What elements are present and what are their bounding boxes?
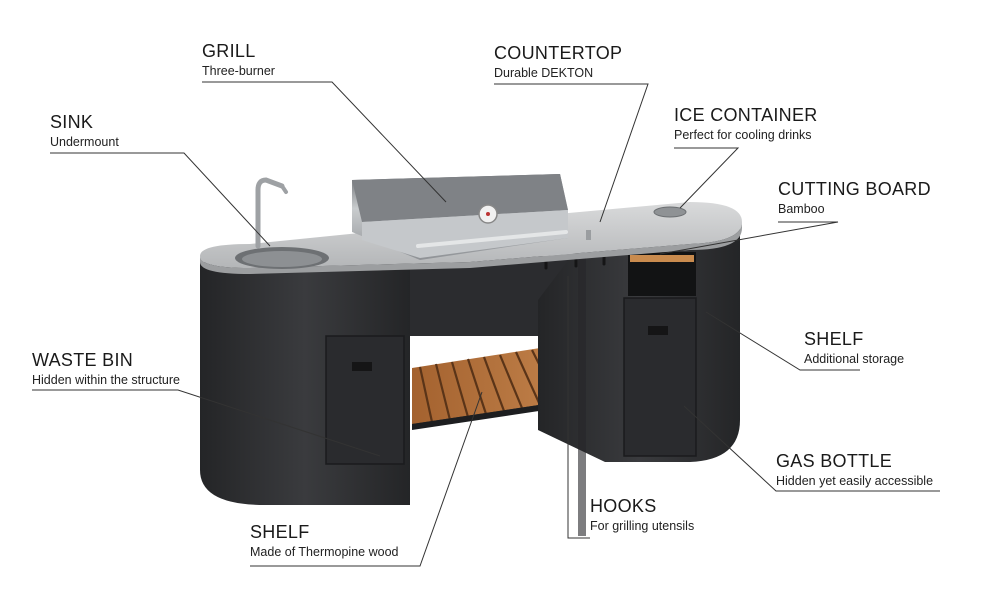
left-cabinet — [200, 262, 410, 505]
callout-ice-container-title: ICE CONTAINER — [674, 105, 818, 125]
gas-bottle-handle — [648, 326, 668, 335]
callout-shelf-wood: SHELF Made of Thermopine wood — [250, 522, 398, 560]
leader-ice-container — [674, 147, 740, 209]
leader-sink — [50, 152, 271, 247]
leader-lines — [32, 81, 940, 567]
callout-waste-bin-title: WASTE BIN — [32, 350, 134, 370]
callout-shelf-wood-subtitle: Made of Thermopine wood — [250, 545, 399, 559]
leader-shelf-storage — [705, 311, 860, 371]
callout-shelf-wood-title: SHELF — [250, 522, 310, 542]
callout-gas-bottle-subtitle: Hidden yet easily accessible — [776, 474, 934, 488]
leader-grill — [202, 81, 447, 203]
callout-shelf-storage: SHELF Additional storage — [804, 329, 904, 367]
callout-sink-title: SINK — [50, 112, 94, 132]
ice-container — [653, 206, 687, 218]
callout-waste-bin: WASTE BIN Hidden within the structure — [32, 350, 180, 388]
callout-ice-container: ICE CONTAINER Perfect for cooling drinks — [674, 105, 818, 143]
callout-waste-bin-subtitle: Hidden within the structure — [32, 373, 180, 387]
callout-cutting-board-title: CUTTING BOARD — [778, 179, 931, 199]
callout-hooks: HOOKS For grilling utensils — [590, 496, 694, 534]
leader-gas-bottle — [683, 405, 940, 492]
sink — [235, 177, 329, 269]
callout-shelf-storage-subtitle: Additional storage — [804, 352, 905, 366]
callout-cutting-board-subtitle: Bamboo — [778, 202, 825, 216]
center-divider — [578, 256, 586, 536]
callout-cutting-board: CUTTING BOARD Bamboo — [778, 179, 931, 217]
callout-gas-bottle-title: GAS BOTTLE — [776, 451, 893, 471]
callout-ice-container-subtitle: Perfect for cooling drinks — [674, 128, 812, 142]
leader-cutting-board — [659, 221, 839, 255]
gas-bottle-door — [623, 297, 697, 457]
callout-sink-subtitle: Undermount — [50, 135, 119, 149]
callout-gas-bottle: GAS BOTTLE Hidden yet easily accessible — [776, 451, 933, 489]
leader-waste-bin — [32, 389, 381, 457]
faucet — [255, 177, 285, 249]
leader-hooks — [567, 276, 590, 539]
waste-bin-handle — [352, 362, 372, 371]
grill — [352, 174, 591, 260]
cutting-board — [630, 255, 694, 262]
waste-bin-door — [325, 335, 405, 465]
leader-countertop — [494, 83, 649, 223]
callout-countertop: COUNTERTOP Durable DEKTON — [494, 43, 622, 81]
callout-sink: SINK Undermount — [50, 112, 119, 150]
leader-shelf-wood — [250, 391, 483, 567]
callout-hooks-title: HOOKS — [590, 496, 657, 516]
callout-grill-title: GRILL — [202, 41, 256, 61]
callout-countertop-subtitle: Durable DEKTON — [494, 66, 594, 80]
callout-grill: GRILL Three-burner — [202, 41, 275, 79]
callout-grill-subtitle: Three-burner — [202, 64, 275, 78]
callout-countertop-title: COUNTERTOP — [494, 43, 623, 63]
right-cabinet — [538, 218, 740, 536]
callout-shelf-storage-title: SHELF — [804, 329, 864, 349]
callout-hooks-subtitle: For grilling utensils — [590, 519, 695, 533]
grill-handle — [416, 230, 568, 248]
